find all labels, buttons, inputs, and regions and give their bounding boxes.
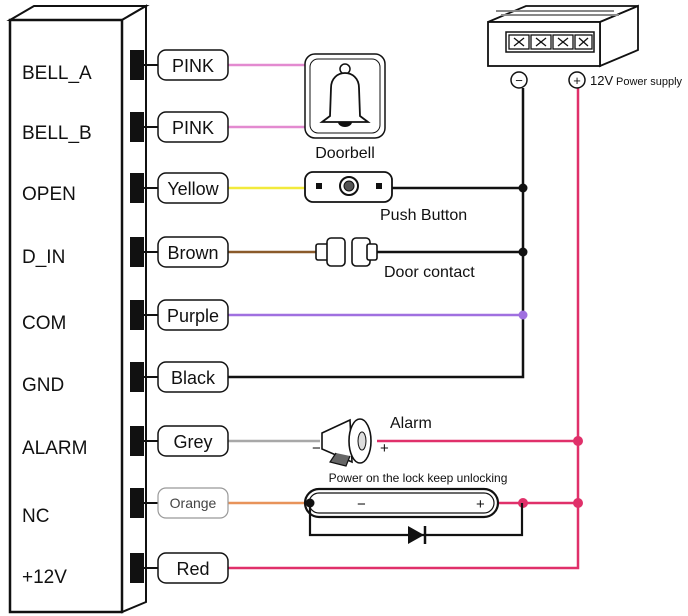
wire-label-text: Brown (167, 243, 218, 263)
doorbell-label: Doorbell (315, 145, 375, 162)
terminal-block-alarm (130, 426, 144, 456)
terminal-stubs (144, 64, 158, 569)
junction-dots (518, 183, 583, 508)
controller-panel (6, 4, 150, 614)
wire-label-grey: Grey (157, 425, 229, 457)
terminal-label-bell-a: BELL_A (22, 63, 92, 84)
terminal-label-gnd: GND (22, 375, 64, 396)
power-plus-symbol: + (573, 73, 581, 88)
wire-label-text: Grey (173, 432, 212, 452)
alarm-minus-sign: − (312, 440, 321, 457)
positive-bus (228, 88, 580, 570)
alarm-siren-icon (321, 418, 372, 467)
alarm-label: Alarm (390, 415, 432, 432)
wire-label-pink-a: PINK (157, 49, 229, 81)
terminal-block-bell-a (130, 50, 144, 80)
wire-label-text: Red (176, 559, 209, 579)
terminal-label-nc: NC (22, 506, 49, 527)
terminal-block-gnd (130, 362, 144, 392)
wire-label-text: Yellow (167, 179, 219, 199)
lock-plus-sign: + (476, 496, 485, 513)
wire-label-text: Purple (167, 306, 219, 326)
wire-label-purple: Purple (157, 299, 229, 331)
power-minus-terminal: − (510, 71, 528, 89)
push-button-device (304, 171, 393, 203)
diode-loop (305, 498, 524, 544)
wire-label-text: Orange (170, 495, 217, 511)
alarm-plus-sign: + (380, 440, 389, 457)
wire-label-black: Black (157, 361, 229, 393)
power-minus-symbol: − (515, 73, 523, 88)
terminal-block-open (130, 173, 144, 203)
power-supply-label: Power supply (616, 76, 683, 88)
wire-label-text: Black (171, 368, 216, 388)
wire-label-text: PINK (172, 118, 214, 138)
wire-label-brown: Brown (157, 236, 229, 268)
power-supply-voltage: 12V (590, 73, 613, 88)
colored-wires (228, 63, 522, 505)
screw-terminals-icon (508, 34, 593, 50)
wire-label-pink-b: PINK (157, 111, 229, 143)
wire-label-red: Red (157, 552, 229, 584)
terminal-block-com (130, 300, 144, 330)
wire-label-orange: Orange (157, 487, 229, 519)
terminal-label-d-in: D_IN (22, 247, 65, 268)
terminal-block-12v (130, 553, 144, 583)
push-button-label: Push Button (380, 207, 467, 224)
door-contact-device (315, 237, 378, 267)
power-supply-unit (487, 4, 639, 68)
electric-lock (303, 487, 500, 519)
wire-label-yellow: Yellow (157, 172, 229, 204)
diode-icon (408, 526, 424, 544)
door-contact-label: Door contact (384, 264, 475, 281)
terminal-block-nc (130, 488, 144, 518)
doorbell-device (304, 53, 386, 139)
power-plus-terminal: + (568, 71, 586, 89)
terminal-block-bell-b (130, 112, 144, 142)
lock-note: Power on the lock keep unlocking (329, 471, 508, 485)
bell-icon (319, 63, 371, 127)
terminal-block-d-in (130, 237, 144, 267)
lock-minus-sign: − (357, 496, 366, 513)
wire-label-text: PINK (172, 56, 214, 76)
terminal-label-12v: +12V (22, 567, 67, 588)
terminal-label-open: OPEN (22, 184, 76, 205)
terminal-label-com: COM (22, 313, 66, 334)
terminal-label-alarm: ALARM (22, 438, 87, 459)
terminal-label-bell-b: BELL_B (22, 123, 92, 144)
